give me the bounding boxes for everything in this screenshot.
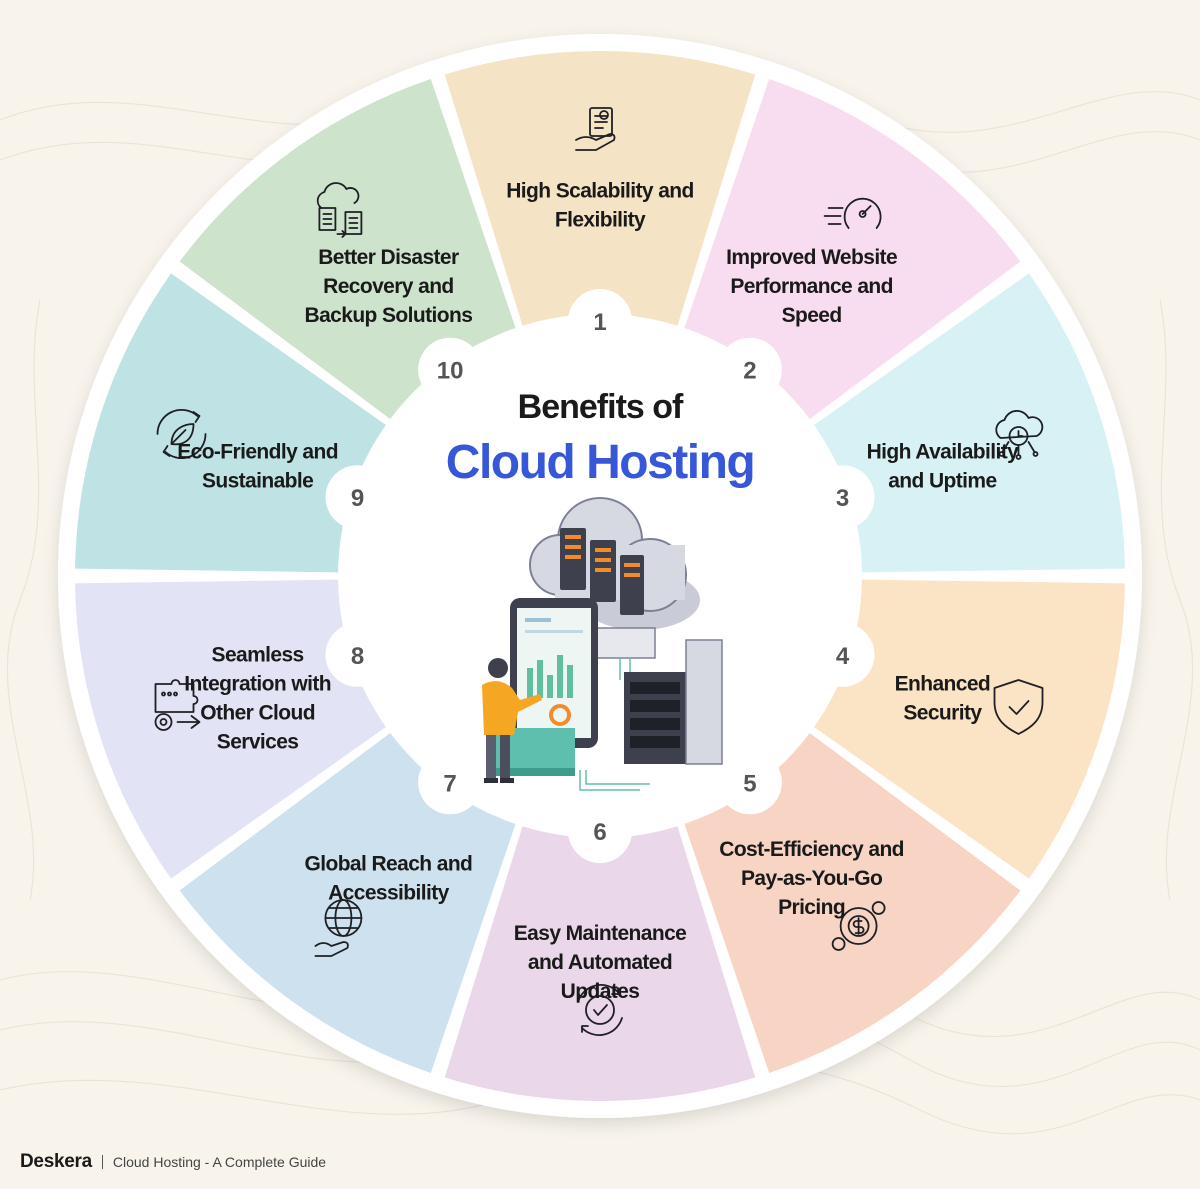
- server-tower: [624, 639, 723, 765]
- number-badge-1: [568, 289, 632, 353]
- footer: Deskera Cloud Hosting - A Complete Guide: [20, 1150, 326, 1174]
- cloud-documents-icon: [316, 182, 363, 238]
- benefit-label-line: Sustainable: [202, 469, 313, 492]
- benefit-label-line: High Scalability and: [506, 180, 694, 203]
- benefit-label-line: Security: [903, 702, 982, 725]
- center-title-line1: Benefits of: [518, 388, 684, 426]
- step-number-1: 1: [593, 309, 606, 336]
- step-number-6: 6: [593, 819, 606, 846]
- wheel-segment-10: [179, 79, 518, 424]
- puzzle-gear-icon: [154, 679, 201, 731]
- benefit-label-3: High Availability and Uptime: [867, 440, 1020, 492]
- wheel-segment-1: [444, 51, 756, 333]
- benefit-label-line: Performance and: [730, 275, 893, 298]
- wheel-segment-4: [808, 579, 1125, 879]
- person-figure: [482, 658, 542, 783]
- benefit-label-line: Eco-Friendly and: [177, 440, 338, 463]
- footer-divider: [101, 1155, 103, 1169]
- benefit-label-line: Easy Maintenance: [514, 922, 686, 945]
- benefit-label-line: Backup Solutions: [305, 304, 473, 327]
- number-badge-9: [325, 465, 390, 530]
- number-badge-10: [418, 337, 483, 402]
- number-badge-3: [810, 465, 875, 530]
- number-badge-7: [418, 750, 483, 815]
- speedometer-icon: [823, 197, 882, 229]
- tablet-device: [510, 598, 598, 748]
- step-number-9: 9: [351, 485, 364, 512]
- step-number-7: 7: [443, 770, 456, 797]
- benefit-label-line: Accessibility: [328, 882, 450, 905]
- wheel-segment-2: [682, 79, 1021, 424]
- step-number-3: 3: [836, 485, 849, 512]
- hand-report-icon: [575, 107, 616, 151]
- center-title-line2: Cloud Hosting: [446, 436, 754, 489]
- step-number-10: 10: [437, 358, 464, 385]
- step-number-2: 2: [743, 358, 756, 385]
- gear-dollar-icon: [831, 901, 886, 951]
- leaf-cycle-icon: [156, 409, 207, 459]
- benefit-label-line: Updates: [561, 980, 640, 1003]
- shield-check-icon: [993, 679, 1044, 735]
- benefit-label-line: Enhanced: [895, 673, 991, 696]
- cables: [579, 658, 650, 791]
- benefit-label-line: Other Cloud: [200, 702, 315, 725]
- benefit-label-line: Better Disaster: [318, 246, 459, 269]
- wheel-segment-6: [444, 819, 756, 1101]
- benefit-label-line: Cost-Efficiency and: [719, 838, 904, 861]
- step-number-8: 8: [351, 643, 364, 670]
- number-badge-8: [325, 622, 390, 687]
- step-number-4: 4: [836, 643, 850, 670]
- cloud-server-racks: [560, 528, 644, 615]
- benefit-label-line: Services: [217, 731, 299, 754]
- benefit-label-line: and Uptime: [888, 469, 996, 492]
- number-badge-6: [568, 799, 632, 863]
- number-badge-4: [810, 622, 875, 687]
- benefit-label-line: Seamless: [212, 644, 304, 667]
- guide-title: Cloud Hosting - A Complete Guide: [112, 1154, 327, 1170]
- benefit-label-line: and Automated: [528, 951, 672, 974]
- number-badge-5: [717, 750, 782, 815]
- step-number-5: 5: [743, 770, 756, 797]
- benefit-label-line: High Availability: [867, 440, 1020, 463]
- benefit-label-line: Improved Website: [726, 246, 897, 269]
- benefit-label-line: Global Reach and: [305, 853, 473, 876]
- globe-hand-icon: [314, 899, 363, 957]
- benefit-label-line: Pricing: [778, 896, 845, 919]
- brand-logo-text: Deskera: [20, 1151, 92, 1172]
- benefit-label-line: Flexibility: [555, 209, 646, 232]
- wheel-segment-3: [808, 273, 1125, 573]
- number-badge-2: [717, 337, 782, 402]
- benefit-label-line: Integration with: [184, 673, 331, 696]
- benefit-label-line: Recovery and: [323, 275, 454, 298]
- cloud-server-illustration: [482, 497, 723, 791]
- gear-refresh-icon: [577, 984, 623, 1036]
- benefit-label-line: Speed: [782, 304, 842, 327]
- wheel-segment-9: [75, 273, 392, 573]
- wheel-segment-5: [682, 728, 1021, 1073]
- wheel-segment-8: [75, 579, 392, 879]
- benefit-label-line: Pay-as-You-Go: [741, 867, 882, 890]
- cloud-clock-icon: [995, 409, 1044, 460]
